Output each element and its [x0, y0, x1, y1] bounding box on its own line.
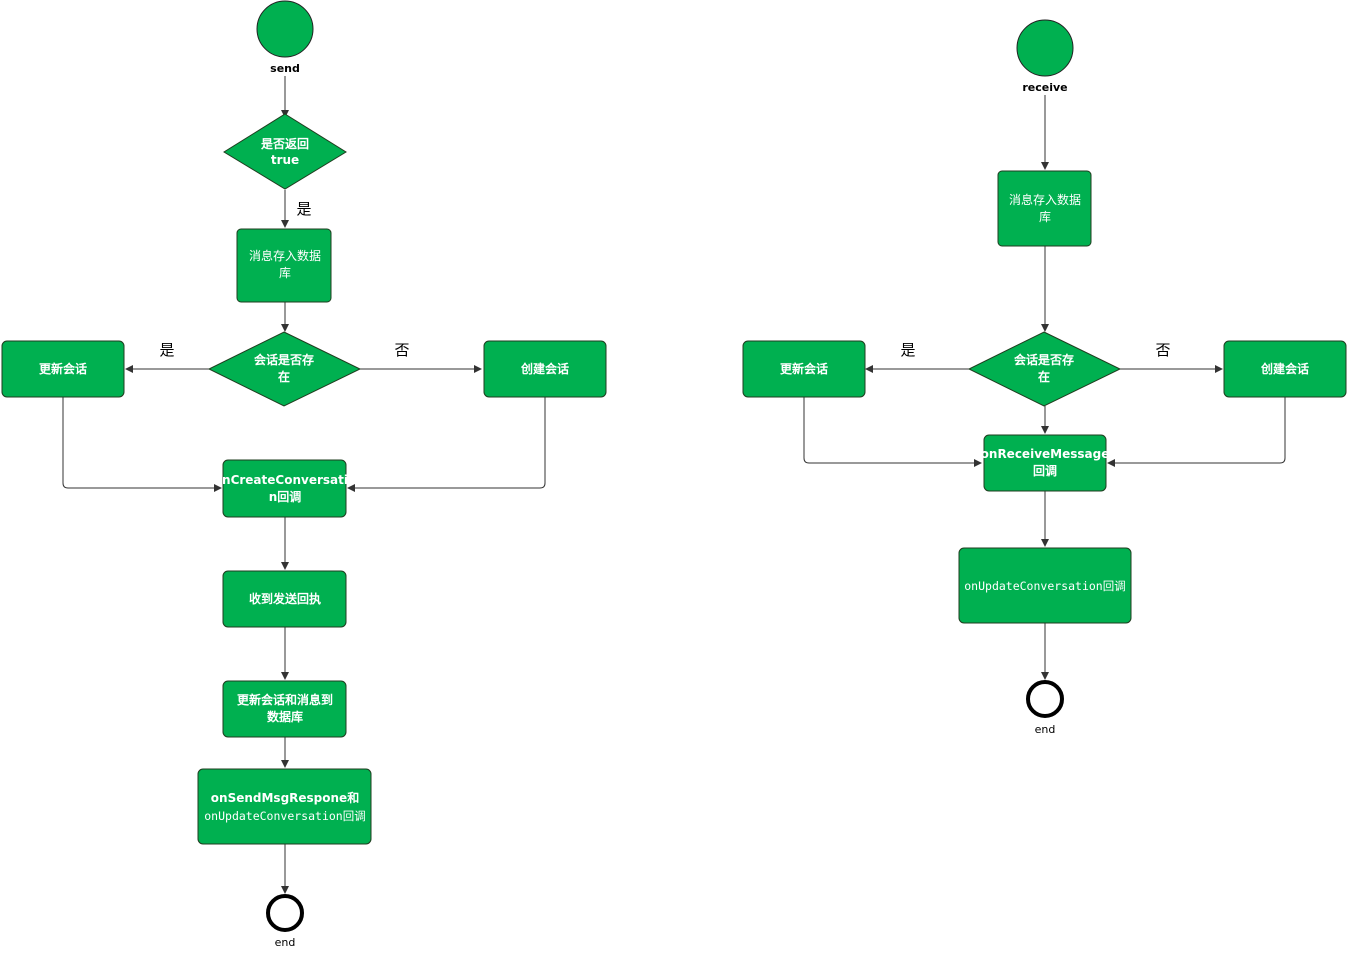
store-message-box: [236, 228, 332, 303]
decision-conversation-exists-label: 在: [278, 369, 290, 384]
create-conversation-label: 创建会话: [1260, 361, 1309, 376]
receive-ack-box: [222, 570, 347, 628]
store-message-label: 库: [279, 265, 291, 280]
update-db-box: [222, 680, 347, 738]
create-conversation-label: 创建会话: [520, 361, 569, 376]
update-db-label: 数据库: [267, 709, 303, 724]
store-message-box: [997, 170, 1092, 247]
update-conversation-label: 更新会话: [780, 361, 828, 376]
decision-conversation-exists-label: 会话是否存: [254, 352, 314, 367]
edge-label-yes: 是: [159, 341, 174, 359]
end-label: end: [1035, 723, 1056, 736]
store-message-label: 库: [1039, 209, 1051, 224]
edge-update-to-callback: [62, 397, 222, 492]
receive-ack-label: 收到发送回执: [249, 591, 321, 606]
end-node: [266, 894, 304, 932]
decision-conversation-exists-label: 在: [1038, 369, 1050, 384]
decision-return-true-label: 是否返回: [260, 136, 309, 151]
decision-return-true-label: true: [271, 153, 299, 167]
final-callback-label: onUpdateConversation回调: [204, 809, 365, 823]
decision-conversation-exists: [967, 331, 1122, 407]
start-label: receive: [1022, 81, 1067, 94]
on-update-conversation-box: [958, 547, 1132, 624]
on-create-conversation-label: n回调: [269, 490, 302, 504]
update-db-label: 更新会话和消息到: [237, 692, 333, 707]
start-node: [256, 0, 314, 58]
edge-label-no: 否: [1155, 341, 1170, 359]
store-message-label: 消息存入数据: [249, 248, 321, 263]
on-receive-message-label: onReceiveMessage: [981, 447, 1110, 461]
on-receive-message-label: 回调: [1033, 464, 1057, 478]
edge-label-yes: 是: [296, 200, 311, 218]
receive-flow: 是 否 receive 消息存入数据 库 会话是否存 在 更新会话 创建会话 o…: [742, 19, 1347, 736]
on-update-conversation-label: onUpdateConversation回调: [964, 579, 1125, 593]
on-create-conversation-box: [222, 459, 347, 518]
edge-label-no: 否: [394, 341, 409, 359]
update-conversation-box: [742, 340, 866, 398]
edge-create-to-callback: [347, 397, 546, 492]
update-conversation-box: [1, 340, 125, 398]
edge-label-yes: 是: [900, 341, 915, 359]
end-node: [1026, 680, 1064, 718]
end-label: end: [275, 936, 296, 949]
edge-update-to-callback: [803, 397, 982, 467]
final-callback-box: [197, 768, 372, 845]
decision-conversation-exists-label: 会话是否存: [1014, 352, 1074, 367]
start-node: [1016, 19, 1074, 77]
update-conversation-label: 更新会话: [39, 361, 87, 376]
decision-conversation-exists: [207, 331, 362, 407]
edge-create-to-callback: [1107, 397, 1286, 467]
create-conversation-box: [483, 340, 607, 398]
send-flow: 是 是 否 send 是否返回 true 消息存入数据 库 会话是否存 在 更新…: [1, 0, 607, 949]
create-conversation-box: [1223, 340, 1347, 398]
decision-return-true: [223, 113, 347, 190]
start-label: send: [270, 62, 300, 75]
on-create-conversation-label: onCreateConversatio: [214, 473, 356, 487]
on-receive-message-box: [983, 434, 1107, 492]
store-message-label: 消息存入数据: [1009, 192, 1081, 207]
final-callback-label: onSendMsgRespone和: [211, 790, 359, 805]
